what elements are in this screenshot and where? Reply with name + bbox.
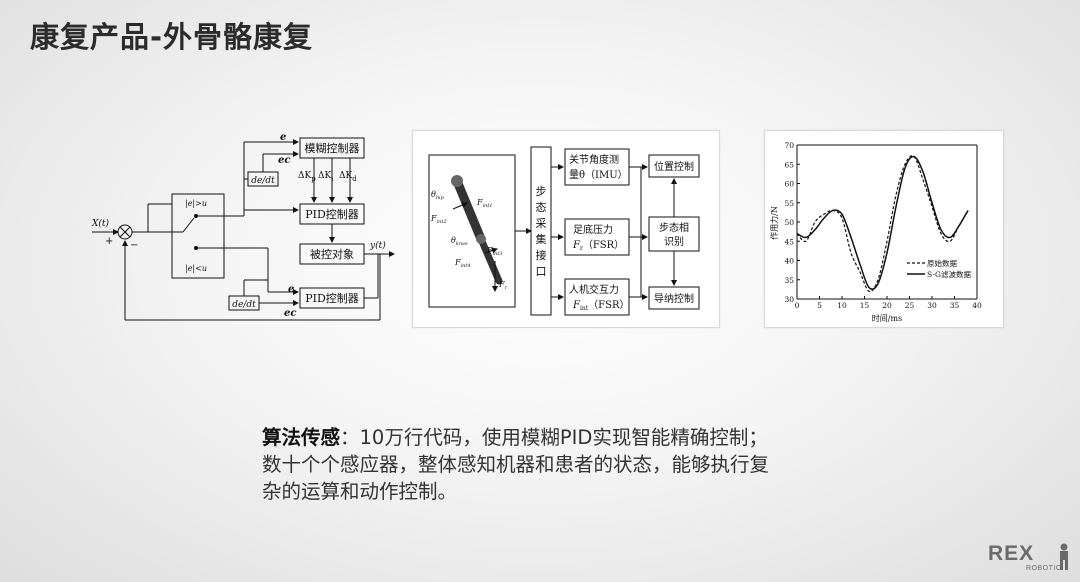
input-label: X(t)	[91, 218, 110, 229]
f-int3-label: Fint3	[486, 246, 503, 257]
x-tick-label: 0	[795, 301, 800, 310]
collect-char-2: 态	[536, 201, 547, 214]
collect-char-1: 步	[536, 185, 547, 198]
admittance-control-label: 导纳控制	[654, 292, 694, 305]
force-chart: 0 5 10 15 20 25 30 35 40 30 35 40 45 50 55 60 65 70 时间/ms…	[769, 141, 982, 323]
delta-kp-label: ΔKp	[298, 171, 316, 183]
legend-filtered: S-G滤波数据	[927, 269, 971, 279]
plant-label: 被控对象	[310, 247, 354, 261]
theta-hip-label: θhip	[431, 190, 445, 201]
collect-char-5: 接	[536, 249, 547, 262]
e-bottom-label: e	[288, 284, 294, 295]
sensor1-line2: 量θ（IMU）	[569, 169, 628, 181]
dedt-bottom-label: de/dt	[232, 300, 256, 310]
ec-top-label: ec	[278, 155, 290, 166]
collect-char-6: 口	[536, 265, 547, 278]
legend-raw: 原始数据	[927, 258, 957, 268]
sensor3-line1: 人机交互力	[569, 283, 619, 296]
minus-sign: −	[130, 240, 138, 251]
collect-char-3: 采	[536, 217, 547, 230]
position-control-label: 位置控制	[654, 160, 694, 173]
gait-acquisition-diagram: θhip Fint1 Fint2 θknee Fint3 Fint4 Fr 步 …	[412, 130, 720, 328]
y-tick-label: 60	[784, 180, 794, 189]
y-tick-label: 35	[784, 276, 794, 285]
f-r-label: Fr	[498, 280, 508, 291]
f-int1-label: Fint1	[476, 198, 493, 209]
y-tick-label: 55	[784, 199, 794, 208]
position-control-box	[648, 154, 700, 178]
gait-phase-line2: 识别	[664, 236, 684, 248]
y-tick-label: 70	[784, 141, 794, 150]
x-tick-label: 5	[817, 301, 822, 310]
logo-subtext: ROBOTIC	[1026, 565, 1062, 572]
page-title: 康复产品-外骨骼康复	[30, 20, 314, 54]
x-tick-label: 30	[927, 301, 937, 310]
x-tick-label: 35	[950, 301, 960, 310]
robot-figure-icon	[1060, 543, 1068, 570]
f-int4-label: Fint4	[454, 258, 471, 269]
fuzzy-pid-diagram: 模糊控制器 PID控制器 被控对象 PID控制器 de/dt de/dt e e…	[88, 130, 396, 326]
plus-sign: +	[105, 236, 113, 247]
pid-controller-bottom-label: PID控制器	[305, 291, 359, 305]
switch-box	[171, 193, 225, 279]
gait-acquisition-interface-box	[530, 146, 552, 316]
fuzzy-pid-svg: 模糊控制器 PID控制器 被控对象 PID控制器 de/dt de/dt e e…	[91, 132, 395, 321]
logo-text: REX	[988, 542, 1035, 565]
ec-bottom-label: ec	[284, 308, 296, 319]
output-label: y(t)	[369, 240, 386, 251]
chart-legend: 原始数据 S-G滤波数据	[907, 258, 971, 279]
f-int2-label: Fint2	[430, 214, 447, 225]
x-tick-label: 15	[860, 301, 870, 310]
exoskeleton-leg-figure	[451, 175, 503, 292]
y-tick-label: 50	[784, 218, 794, 227]
collect-char-4: 集	[536, 232, 547, 246]
series-raw-line	[796, 155, 969, 293]
y-tick-label: 30	[784, 295, 794, 304]
x-tick-label: 25	[905, 301, 915, 310]
sensor1-line1: 关节角度测	[569, 153, 619, 166]
switch-bottom-condition: |e|<u	[185, 264, 207, 273]
rex-logo: REX ROBOTIC	[988, 542, 1076, 578]
y-tick-label: 65	[784, 160, 794, 169]
description-heading: 算法传感	[262, 426, 341, 449]
x-axis-label: 时间/ms	[872, 313, 902, 323]
delta-kd-label: ΔKd	[339, 171, 357, 183]
theta-knee-label: θknee	[451, 236, 468, 247]
description-body: ：10万行代码，使用模糊PID实现智能精确控制；数十个个感应器，整体感知机器和患…	[262, 426, 770, 503]
gait-acquisition-svg: θhip Fint1 Fint2 θknee Fint3 Fint4 Fr 步 …	[428, 146, 700, 316]
sensor3-line2: Fint（FSR）	[572, 299, 629, 312]
gait-phase-line1: 步态相	[659, 221, 689, 234]
fuzzy-controller-label: 模糊控制器	[305, 141, 360, 155]
description-text: 算法传感：10万行代码，使用模糊PID实现智能精确控制；数十个个感应器，整体感知…	[262, 424, 772, 505]
e-top-label: e	[280, 132, 286, 143]
sensor2-line1: 足底压力	[573, 223, 613, 236]
admittance-control-box	[648, 286, 700, 310]
switch-top-condition: |e|>u	[185, 199, 207, 208]
y-tick-label: 45	[784, 237, 794, 246]
y-axis-label: 作用力/N	[769, 206, 779, 240]
delta-ki-label: ΔKi	[318, 171, 334, 183]
x-tick-label: 40	[972, 301, 982, 310]
pid-controller-top-label: PID控制器	[305, 207, 359, 221]
dedt-top-label: de/dt	[251, 176, 275, 186]
x-tick-label: 10	[837, 301, 847, 310]
series-filtered-line	[796, 155, 969, 290]
force-chart-panel: 0 5 10 15 20 25 30 35 40 30 35 40 45 50 55 60 65 70 时间/ms…	[764, 130, 1004, 328]
x-tick-label: 20	[882, 301, 892, 310]
y-tick-label: 40	[784, 257, 794, 266]
sensor2-line2: Fr（FSR）	[572, 239, 624, 252]
